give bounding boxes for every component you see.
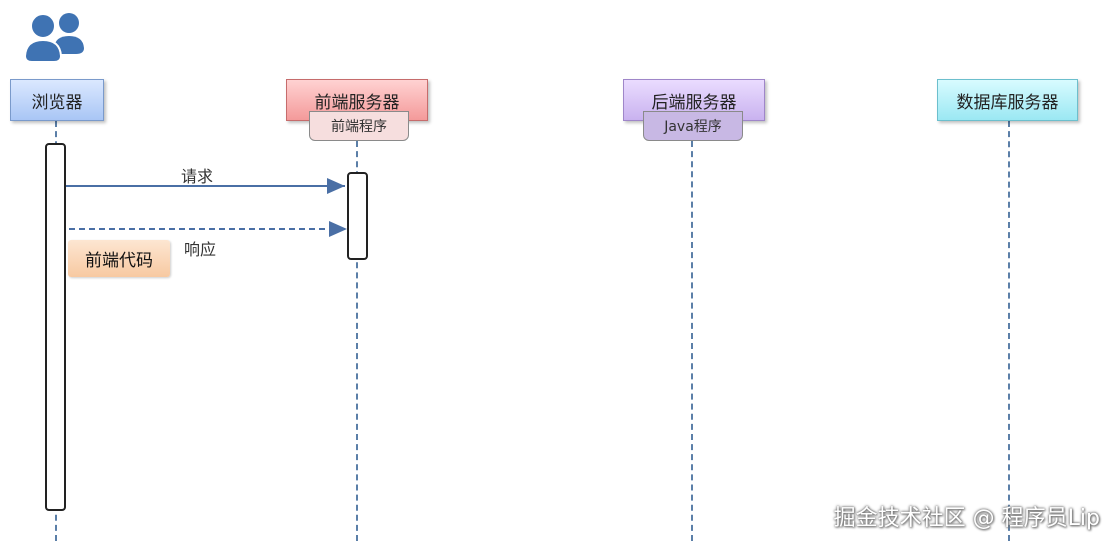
browser-activation — [45, 143, 66, 511]
frontend-code-note: 前端代码 — [68, 240, 170, 277]
database-server-participant: 数据库服务器 — [937, 79, 1078, 121]
watermark: 掘金技术社区 @ 程序员Lip — [833, 506, 1100, 531]
users-icon — [24, 13, 84, 62]
backend-lifeline — [691, 141, 693, 541]
frontend-code-label: 前端代码 — [85, 251, 153, 271]
database-server-label: 数据库服务器 — [956, 92, 1059, 113]
browser-label: 浏览器 — [31, 92, 83, 113]
frontend-lifeline — [356, 141, 358, 541]
response-label: 响应 — [184, 240, 217, 259]
java-program-tag: Java程序 — [643, 111, 743, 141]
browser-participant: 浏览器 — [10, 79, 104, 121]
frontend-server-label: 前端服务器 — [314, 92, 400, 113]
java-program-label: Java程序 — [664, 119, 722, 135]
request-label: 请求 — [181, 167, 214, 186]
frontend-activation — [347, 172, 368, 260]
frontend-program-label: 前端程序 — [331, 119, 387, 135]
database-lifeline — [1008, 121, 1010, 541]
frontend-program-tag: 前端程序 — [309, 111, 409, 141]
backend-server-label: 后端服务器 — [651, 92, 737, 113]
